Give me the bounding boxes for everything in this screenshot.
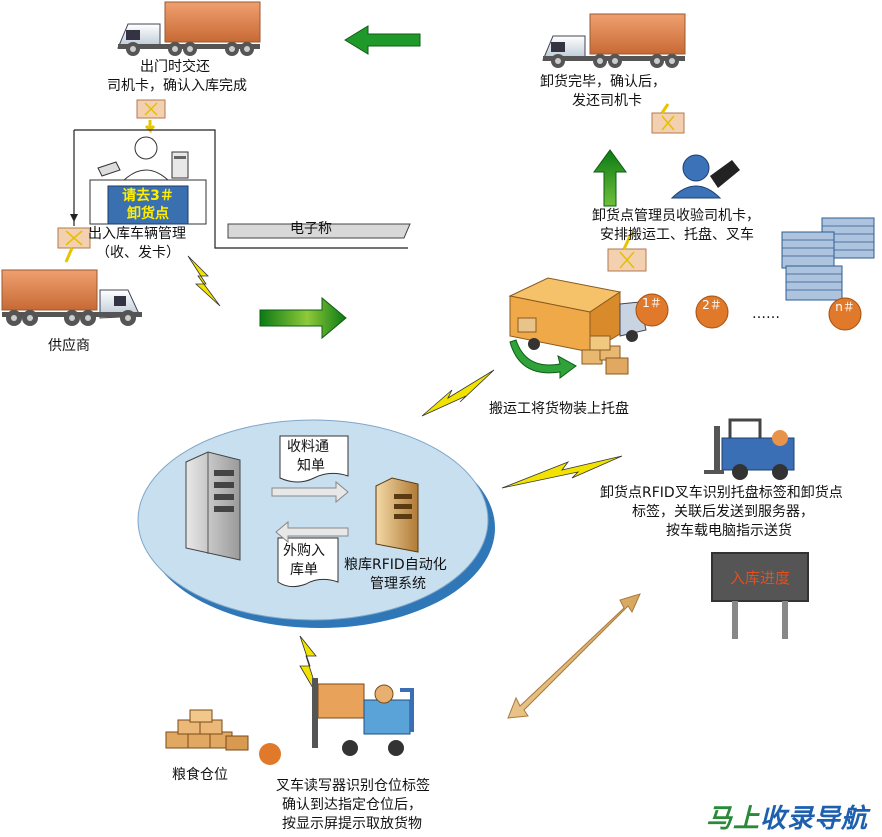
- receipt-doc-line-2: 知单: [297, 458, 325, 474]
- watermark-part-2: 收录导航: [760, 804, 869, 834]
- gate-screen: [107, 185, 189, 225]
- purchase-doc-line-1: 外购入: [283, 543, 325, 559]
- unloaded-truck: [542, 13, 686, 68]
- lightning-icon: [187, 255, 221, 307]
- purchase-doc: [277, 537, 339, 588]
- forklift-line-3: 按车载电脑指示送货: [666, 523, 792, 539]
- reader-forklift: [312, 678, 414, 756]
- supplier-truck: [1, 269, 142, 326]
- card-arrow: [660, 103, 670, 114]
- unload-point-n-badge: [828, 297, 862, 331]
- forklift-line-1: 卸货点RFID叉车识别托盘标签和卸货点: [600, 485, 843, 501]
- electronic-scale: [227, 223, 411, 239]
- server-icon: [185, 451, 241, 561]
- reader-line-1: 叉车读写器识别仓位标签: [276, 778, 430, 794]
- lightning-icon: [421, 369, 495, 417]
- badge-n-label: n＃: [835, 300, 855, 314]
- purchase-arrow: [275, 520, 349, 544]
- watermark-brand: 马上收录导航: [706, 798, 868, 835]
- arrow-right-middle: [259, 296, 347, 340]
- card-arrow: [622, 231, 634, 250]
- bin-marker: [259, 743, 281, 765]
- purchase-doc-line-2: 库单: [290, 562, 318, 578]
- badge-2-label: 2＃: [702, 298, 722, 312]
- cartons-icon: [581, 335, 629, 375]
- manager-line-1: 卸货点管理员收验司机卡，: [592, 208, 760, 224]
- rfid-card-icon: [136, 99, 166, 119]
- system-line-2: 管理系统: [370, 576, 426, 592]
- reader-line-3: 按显示屏提示取放货物: [282, 816, 422, 832]
- pallet-stacks-icon: [781, 217, 875, 301]
- supplier-label: 供应商: [48, 338, 90, 354]
- receipt-arrow: [271, 480, 349, 504]
- unloading-truck: [508, 277, 647, 360]
- receipt-notice-doc: [279, 435, 349, 483]
- return-card-label: 发还司机卡: [572, 93, 642, 109]
- vehicle-mgmt-sub-label: （收、发卡）: [96, 245, 180, 261]
- rfid-card-icon: [57, 227, 91, 249]
- exit-return-label: 出门时交还: [140, 59, 210, 75]
- rfid-server-icon: [375, 477, 419, 553]
- forklift-line-2: 标签，关联后发送到服务器，: [632, 504, 814, 520]
- reader-line-2: 确认到达指定仓位后，: [282, 797, 422, 813]
- unload-point-2-badge: [695, 295, 729, 329]
- badge-1-label: 1＃: [642, 296, 662, 310]
- double-arrow: [507, 593, 641, 719]
- system-line-1: 粮库RFID自动化: [344, 557, 447, 573]
- rfid-card-icon: [607, 248, 647, 272]
- arrow-up-right: [593, 149, 627, 207]
- watermark-part-1: 马上: [706, 804, 761, 834]
- manager-icon: [670, 154, 740, 199]
- arrow-left-top: [344, 25, 421, 55]
- unload-point-1-badge: [635, 293, 669, 327]
- grain-bin-boxes: [165, 709, 249, 751]
- card-arrow: [64, 247, 74, 263]
- card-arrow: [144, 120, 156, 134]
- screen-line-2: 卸货点: [127, 206, 169, 222]
- more-points-ellipsis: ……: [752, 306, 780, 322]
- scale-label: 电子称: [290, 221, 332, 237]
- lightning-icon: [501, 455, 623, 489]
- driver-card-complete-label: 司机卡，确认入库完成: [107, 78, 247, 94]
- unload-done-label: 卸货完毕，确认后，: [540, 74, 666, 90]
- manager-line-2: 安排搬运工、托盘、叉车: [600, 227, 754, 243]
- progress-board: [711, 552, 809, 639]
- vehicle-mgmt-label: 出入库车辆管理: [88, 226, 186, 242]
- unload-arrow: [509, 339, 577, 379]
- screen-line-1: 请去3＃: [122, 188, 174, 204]
- receipt-doc-line-1: 收料通: [287, 439, 329, 455]
- rfid-card-icon: [651, 112, 685, 134]
- progress-board-label: 入库进度: [729, 569, 790, 587]
- gate-office-outline: [73, 129, 408, 249]
- exit-truck: [117, 1, 261, 56]
- porters-label: 搬运工将货物装上托盘: [489, 401, 629, 417]
- rfid-forklift: [704, 418, 795, 480]
- grain-bin-label: 粮食仓位: [172, 767, 228, 783]
